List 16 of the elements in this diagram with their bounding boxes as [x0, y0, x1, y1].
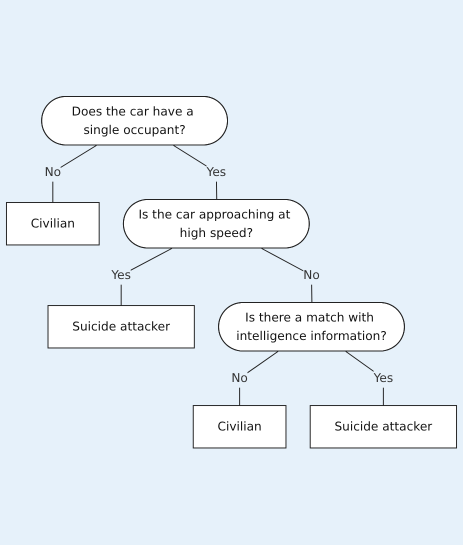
- edge-label: No: [44, 165, 62, 180]
- connector: [52, 145, 97, 204]
- edge-label: No: [231, 371, 248, 386]
- edge-label: Yes: [374, 371, 394, 386]
- node-box: Civilian: [192, 405, 286, 449]
- connector: [261, 248, 312, 304]
- edge-label: Yes: [111, 268, 131, 283]
- connector: [345, 351, 384, 406]
- edge-label: Yes: [206, 165, 226, 180]
- edge-label: No: [303, 268, 320, 283]
- connector: [239, 351, 279, 406]
- node-box: Civilian: [6, 202, 100, 246]
- connector: [172, 145, 218, 201]
- connector: [120, 248, 172, 306]
- node-box: Suicide attacker: [48, 305, 195, 349]
- node-box: Suicide attacker: [310, 405, 458, 449]
